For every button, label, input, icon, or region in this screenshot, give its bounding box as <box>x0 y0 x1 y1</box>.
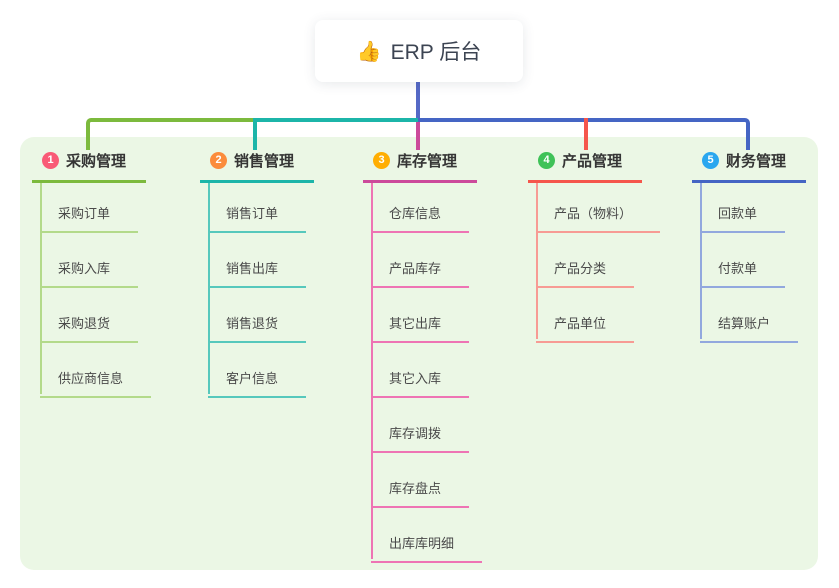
child-node-仓库信息[interactable]: 仓库信息 <box>371 203 470 233</box>
child-node-产品单位[interactable]: 产品单位 <box>536 313 635 343</box>
child-node-产品库存[interactable]: 产品库存 <box>371 258 470 288</box>
child-node-采购退货[interactable]: 采购退货 <box>40 313 139 343</box>
root-connector-line <box>416 81 420 122</box>
branch-label: 库存管理 <box>397 153 458 170</box>
child-node-客户信息[interactable]: 客户信息 <box>208 368 307 398</box>
branch-child-rail <box>536 181 538 339</box>
child-node-采购订单[interactable]: 采购订单 <box>40 203 139 233</box>
branch-number-badge: 4 <box>538 152 555 169</box>
branch-label: 采购管理 <box>66 153 127 170</box>
branch-number-badge: 1 <box>42 152 59 169</box>
thumbs-up-icon: 👍 <box>356 40 382 63</box>
child-node-销售退货[interactable]: 销售退货 <box>208 313 307 343</box>
branch-node-产品管理[interactable]: 4 产品管理 <box>528 147 642 183</box>
child-node-库存盘点[interactable]: 库存盘点 <box>371 478 470 508</box>
branch-label: 产品管理 <box>562 153 623 170</box>
child-node-其它出库[interactable]: 其它出库 <box>371 313 470 343</box>
child-node-付款单[interactable]: 付款单 <box>700 258 786 288</box>
branch-child-rail <box>371 181 373 559</box>
branch-number-badge: 3 <box>373 152 390 169</box>
root-node[interactable]: 👍 ERP 后台 <box>315 20 523 82</box>
branch-number-badge: 5 <box>702 152 719 169</box>
branch-child-rail <box>700 181 702 339</box>
branch-3-connector-drop <box>416 122 420 150</box>
child-node-供应商信息[interactable]: 供应商信息 <box>40 368 152 398</box>
branch-label: 财务管理 <box>726 153 787 170</box>
child-node-销售出库[interactable]: 销售出库 <box>208 258 307 288</box>
child-node-出库库明细[interactable]: 出库库明细 <box>371 533 483 563</box>
child-node-回款单[interactable]: 回款单 <box>700 203 786 233</box>
child-node-销售订单[interactable]: 销售订单 <box>208 203 307 233</box>
root-label: ERP 后台 <box>390 41 482 64</box>
branches-panel <box>20 137 818 570</box>
child-node-产品分类[interactable]: 产品分类 <box>536 258 635 288</box>
branch-2-connector-drop <box>253 118 257 150</box>
child-node-产品（物料）[interactable]: 产品（物料） <box>536 203 661 233</box>
branch-label: 销售管理 <box>234 153 295 170</box>
child-node-结算账户[interactable]: 结算账户 <box>700 313 799 343</box>
branch-node-库存管理[interactable]: 3 库存管理 <box>363 147 477 183</box>
child-node-采购入库[interactable]: 采购入库 <box>40 258 139 288</box>
branch-node-销售管理[interactable]: 2 销售管理 <box>200 147 314 183</box>
branch-node-采购管理[interactable]: 1 采购管理 <box>32 147 146 183</box>
branch-2-connector-line <box>253 118 418 122</box>
branch-4-connector-drop <box>584 118 588 150</box>
child-node-其它入库[interactable]: 其它入库 <box>371 368 470 398</box>
branch-node-财务管理[interactable]: 5 财务管理 <box>692 147 806 183</box>
branch-1-connector-elbow <box>86 118 255 150</box>
branch-number-badge: 2 <box>210 152 227 169</box>
child-node-库存调拨[interactable]: 库存调拨 <box>371 423 470 453</box>
